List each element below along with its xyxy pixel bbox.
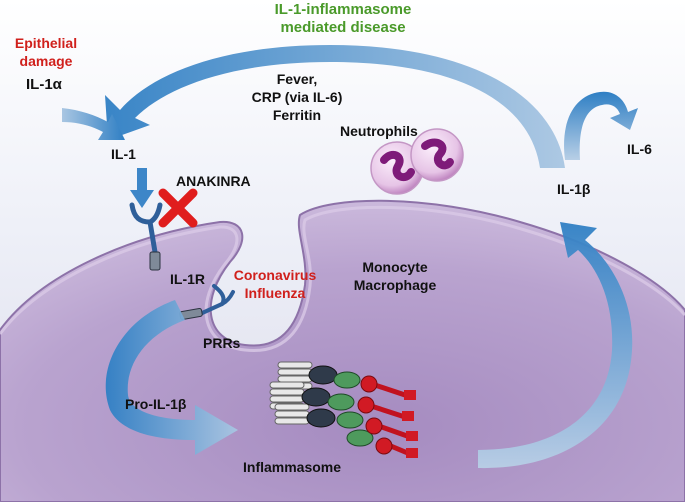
inflammasome-label: Inflammasome [243,459,342,475]
cell-membrane [0,205,685,352]
il6-label: IL-6 [627,141,652,157]
epithelial-line-2: damage [19,53,73,69]
epithelial-damage-label: Epithelial damage [6,34,86,70]
epithelial-arrow [62,108,125,140]
virus-label: Coronavirus Influenza [225,266,325,302]
neutrophil-cells-icon [370,128,464,195]
il1-label: IL-1 [111,146,136,162]
monocyte-line-2: Macrophage [353,277,437,293]
il1a-label: IL-1α [26,76,62,93]
il6-arrow [564,91,638,160]
inflammasome-complex [269,361,418,458]
anakinra-block-icon [158,188,198,228]
monocyte-macrophage-label: Monocyte Macrophage [345,258,445,294]
neutrophils-label: Neutrophils [340,123,418,139]
epithelial-line-1: Epithelial [14,35,78,51]
prrs-label: PRRs [203,335,241,351]
fever-line-1: Fever, [276,71,318,87]
diagram-title: IL-1-inflammasome mediated disease [223,1,463,37]
title-line-2: mediated disease [280,19,406,36]
prr-receptor [179,284,235,321]
pro-il1b-arrow [105,300,239,455]
monocyte-line-1: Monocyte [362,259,428,275]
fever-line-3: Ferritin [272,107,322,123]
disease-arc-arrow [105,45,565,168]
virus-line-2: Influenza [244,285,306,301]
fever-line-2: CRP (via IL-6) [251,89,343,105]
virus-line-1: Coronavirus [233,267,317,283]
il1r-receptor [129,202,163,271]
il1b-release-arrow [478,222,633,469]
il1b-label: IL-1β [557,181,591,197]
pro-il1b-label: Pro-IL-1β [125,396,187,412]
anakinra-label: ANAKINRA [176,173,251,189]
title-line-1: IL-1-inflammasome [274,1,412,18]
il1-receptor-arrow [130,168,154,208]
il1r-label: IL-1R [170,271,205,287]
fever-label: Fever, CRP (via IL-6) Ferritin [222,70,372,124]
